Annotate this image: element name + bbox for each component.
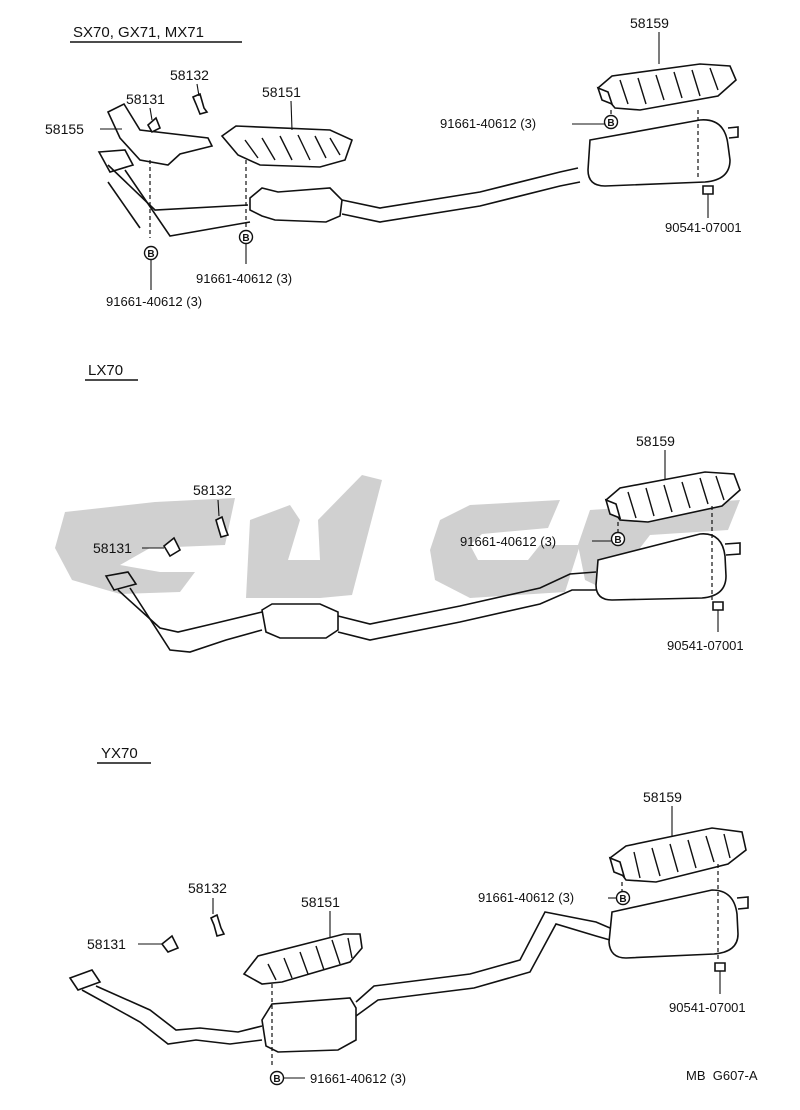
heat-insulator-58159 bbox=[604, 471, 741, 523]
clip-58132 bbox=[215, 515, 230, 538]
label-bolt-right: 91661-40612 (3) bbox=[460, 534, 556, 549]
heat-insulator-58159 bbox=[608, 827, 747, 883]
label-nut-right: 90541-07001 bbox=[667, 638, 744, 653]
catalytic-converter bbox=[261, 603, 339, 639]
main-muffler bbox=[595, 533, 727, 601]
label-bolt-bottom: 91661-40612 (3) bbox=[310, 1071, 406, 1086]
heat-insulator-58151 bbox=[220, 125, 353, 168]
label-58159: 58159 bbox=[643, 789, 682, 805]
main-muffler bbox=[587, 119, 731, 187]
label-bolt-right: 91661-40612 (3) bbox=[440, 116, 536, 131]
nut-90541 bbox=[712, 601, 724, 611]
label-nut-right: 90541-07001 bbox=[669, 1000, 746, 1015]
label-58132: 58132 bbox=[193, 482, 232, 498]
label-58132: 58132 bbox=[170, 67, 209, 83]
bolt-marker: B bbox=[238, 229, 254, 245]
exhaust-pipe-assembly bbox=[104, 533, 741, 653]
label-bolt-left: 91661-40612 (3) bbox=[106, 294, 202, 309]
label-58131: 58131 bbox=[87, 936, 126, 952]
bolt-marker: B bbox=[143, 245, 159, 261]
clip-58131 bbox=[162, 536, 182, 558]
clip-58131 bbox=[160, 934, 180, 953]
svg-text:B: B bbox=[619, 894, 626, 905]
nut-90541 bbox=[714, 962, 726, 972]
exhaust-pipe-assembly bbox=[68, 889, 749, 1053]
label-nut-right: 90541-07001 bbox=[665, 220, 742, 235]
clip-58132 bbox=[209, 913, 226, 937]
exhaust-pipe-assembly bbox=[97, 119, 739, 237]
section-sx70: SX70, GX71, MX71 bbox=[45, 15, 742, 309]
section-header: YX70 bbox=[101, 745, 138, 762]
label-bolt-mid: 91661-40612 (3) bbox=[196, 271, 292, 286]
bolt-marker: B bbox=[615, 890, 631, 906]
svg-text:B: B bbox=[273, 1074, 280, 1085]
catalytic-converter bbox=[249, 187, 343, 223]
label-58151: 58151 bbox=[262, 84, 301, 100]
bolt-marker: B bbox=[610, 531, 626, 547]
figure-code: MB G607-A bbox=[686, 1068, 758, 1083]
section-header: SX70, GX71, MX71 bbox=[73, 24, 204, 41]
label-58159: 58159 bbox=[636, 433, 675, 449]
main-muffler bbox=[608, 889, 739, 959]
nut-90541 bbox=[702, 185, 714, 195]
label-bolt-right: 91661-40612 (3) bbox=[478, 890, 574, 905]
heat-insulator-58159 bbox=[596, 63, 737, 111]
bolt-marker: B bbox=[603, 114, 619, 130]
clip-58132 bbox=[191, 92, 209, 115]
label-58151: 58151 bbox=[301, 894, 340, 910]
svg-text:B: B bbox=[242, 233, 249, 244]
section-header: LX70 bbox=[88, 362, 123, 379]
heat-insulator-58151 bbox=[242, 933, 363, 985]
clip-58131 bbox=[146, 116, 162, 134]
bolt-marker: B bbox=[269, 1070, 285, 1086]
label-58131: 58131 bbox=[93, 540, 132, 556]
label-58159: 58159 bbox=[630, 15, 669, 31]
section-yx70: YX70 58159 58132 5815 bbox=[68, 745, 749, 1086]
exhaust-bracket-58155 bbox=[106, 102, 214, 166]
label-58131: 58131 bbox=[126, 91, 165, 107]
label-58132: 58132 bbox=[188, 880, 227, 896]
svg-text:B: B bbox=[147, 249, 154, 260]
label-58155: 58155 bbox=[45, 121, 84, 137]
section-lx70: LX70 58159 58132 58131 91661-40612 (3) bbox=[85, 362, 744, 653]
svg-text:B: B bbox=[614, 535, 621, 546]
catalytic-converter bbox=[261, 997, 357, 1053]
svg-text:B: B bbox=[607, 118, 614, 129]
